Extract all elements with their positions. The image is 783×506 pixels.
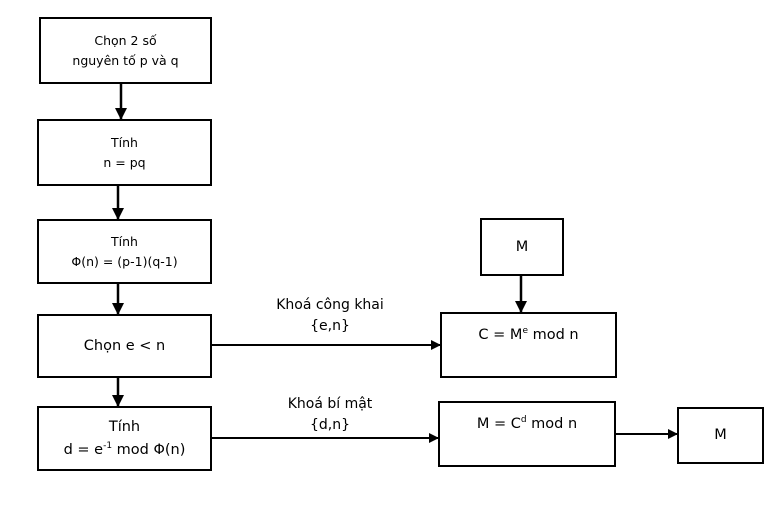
compute-d-line2: d = e-1 mod Φ(n) [64,439,186,461]
compute-d-formula-exponent: -1 [103,440,113,451]
public-key-label: Khoá công khai {e,n} [250,295,410,337]
encrypt-formula-base: C = M [478,327,523,343]
public-key-title: Khoá công khai [276,297,384,313]
message-input-box: M [480,218,564,276]
compute-d-formula-base: d = e [63,441,104,458]
compute-d-line1: Tính [108,419,141,436]
message-output-box: M [677,407,764,464]
public-key-value: {e,n} [310,318,350,334]
encrypt-formula: C = Me mod n [478,324,578,346]
compute-d-box: Tính d = e-1 mod Φ(n) [37,406,212,471]
decrypt-formula-exponent: d [520,415,527,426]
choose-primes-line2: nguyên tố p và q [72,52,179,68]
private-key-title: Khoá bí mật [287,396,373,412]
decrypt-box: M = Cd mod n [438,401,616,467]
encrypt-formula-rest: mod n [527,327,579,343]
choose-e-text: Chọn e < n [83,337,166,354]
decrypt-formula-rest: mod n [526,416,578,432]
choose-e-box: Chọn e < n [37,314,212,378]
compute-phi-line2: Φ(n) = (p-1)(q-1) [71,253,178,269]
compute-n-box: Tính n = pq [37,119,212,186]
message-input-text: M [515,238,529,255]
encrypt-formula-exponent: e [522,326,528,337]
compute-n-line2: n = pq [103,154,146,170]
compute-phi-line1: Tính [111,234,138,250]
compute-d-formula-rest: mod Φ(n) [112,441,186,458]
decrypt-formula-base: M = C [476,416,521,432]
decrypt-formula: M = Cd mod n [477,413,577,435]
choose-primes-box: Chọn 2 số nguyên tố p và q [39,17,212,84]
compute-phi-box: Tính Φ(n) = (p-1)(q-1) [37,219,212,284]
private-key-value: {d,n} [309,417,351,433]
message-output-text: M [714,427,727,444]
private-key-label: Khoá bí mật {d,n} [255,394,405,436]
choose-primes-line1: Chọn 2 số [94,33,157,49]
encrypt-box: C = Me mod n [440,312,617,378]
compute-n-line1: Tính [111,135,138,151]
